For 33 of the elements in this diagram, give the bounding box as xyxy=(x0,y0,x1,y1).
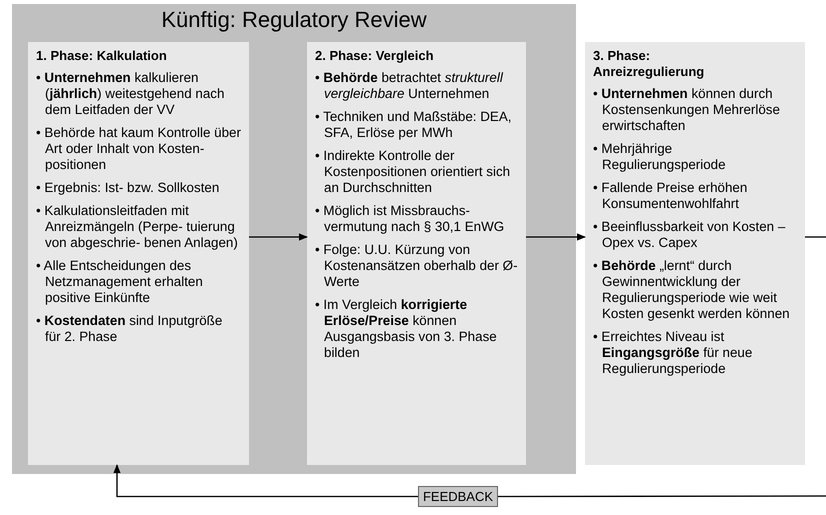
bullet-text: • Techniken und Maßstäbe: DEA, SFA, Erlöse per MWh xyxy=(315,109,512,141)
phase-heading: 2. Phase: Vergleich xyxy=(315,48,435,64)
feedback-label: FEEDBACK xyxy=(422,489,494,504)
panel-title: Künftig: Regulatory Review xyxy=(160,7,428,33)
bullet-text: • Im Vergleich korrigierte Erlöse/Preise können Ausgangsbasis von 3. Phase bilden xyxy=(315,297,498,361)
bullet-text: • Kalkulationsleitfaden mit Anreizmängeln (Perpe- tuierung von abgeschrie- benen Anlagen) xyxy=(36,203,239,251)
phase-heading: 3. Phase: Anreizregulierung xyxy=(593,48,706,80)
connector-line xyxy=(498,495,826,498)
bullet-text: • Folge: U.U. Kürzung von Kostenansätzen oberhalb der Ø-Werte xyxy=(315,242,518,290)
connector-line xyxy=(805,236,826,238)
bullet-text: • Alle Entscheidungen des Netzmanagement erhalten positive Einkünfte xyxy=(36,258,204,306)
bullet-text: • Ergebnis: Ist- bzw. Sollkosten xyxy=(36,180,220,196)
arrow xyxy=(113,464,418,498)
feedback-box xyxy=(418,486,498,507)
bullet-text: • Fallende Preise erhöhen Konsumentenwohlfahrt xyxy=(593,180,748,212)
bullet-text: • Kostendaten sind Inputgröße für 2. Phase xyxy=(36,313,224,345)
arrow xyxy=(249,233,308,241)
bullet-text: • Mehrjährige Regulierungsperiode xyxy=(593,141,727,173)
phase-card xyxy=(28,42,249,465)
bullet-text: • Behörde „lernt“ durch Gewinnentwicklung der Regulierungsperiode wie weit Kosten gesenkt werden können xyxy=(593,258,791,322)
phase-heading: 1. Phase: Kalkulation xyxy=(36,48,168,64)
arrow xyxy=(526,233,586,241)
phase-card xyxy=(307,42,526,465)
bullet-text: • Unternehmen kalkulieren (jährlich) weitestgehend nach dem Leitfaden der VV xyxy=(36,70,226,118)
bullet-text: • Beeinflussbarkeit von Kosten – Opex vs. Capex xyxy=(593,219,786,251)
bullet-text: • Möglich ist Missbrauchs- vermutung nach § 30,1 EnWG xyxy=(315,203,506,235)
phase-card xyxy=(585,42,805,465)
bullet-text: • Behörde hat kaum Kontrolle über Art oder Inhalt von Kosten- positionen xyxy=(36,125,241,173)
bullet-text: • Behörde betrachtet strukturell vergleichbare Unternehmen xyxy=(315,70,504,102)
group-panel xyxy=(12,4,576,474)
bullet-text: • Unternehmen können durch Kostensenkungen Mehrerlöse erwirtschaften xyxy=(593,86,781,134)
bullet-text: • Erreichtes Niveau ist Eingangsgröße für neue Regulierungsperiode xyxy=(593,329,754,377)
bullet-text: • Indirekte Kontrolle der Kostenpositionen orientiert sich an Durchschnitten xyxy=(315,148,512,196)
